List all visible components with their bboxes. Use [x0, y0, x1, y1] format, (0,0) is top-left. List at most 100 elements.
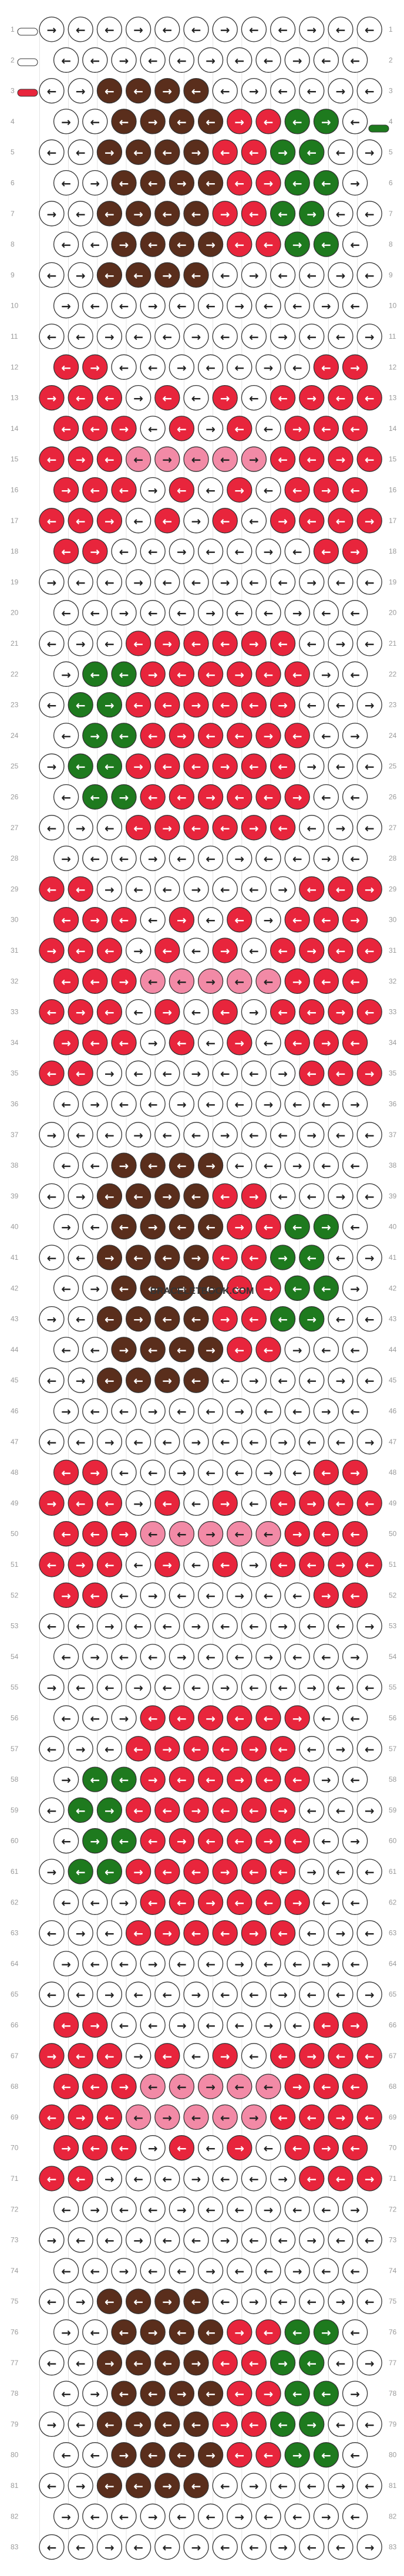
knot-shape — [140, 1459, 166, 1485]
knot: ← — [53, 354, 79, 380]
knot: ← — [342, 1030, 368, 1056]
knot-arrow: → — [350, 2019, 360, 2033]
knot: → — [241, 2473, 267, 2499]
knot-arrow: ← — [177, 1896, 187, 1910]
knot-arrow: ← — [162, 2356, 172, 2371]
knot-arrow: → — [47, 2417, 57, 2432]
knot-arrow: ← — [47, 2479, 57, 2493]
knot-arrow: → — [307, 23, 317, 37]
knot: → — [255, 723, 281, 748]
row-number-left: 13 — [11, 394, 19, 402]
knot-arrow: ← — [133, 1988, 143, 2002]
knot-shape — [197, 661, 224, 687]
knot-shape — [82, 1521, 108, 1547]
knot-arrow: → — [133, 575, 143, 589]
knot-arrow: ← — [61, 2449, 71, 2463]
knot: → — [328, 2473, 354, 2499]
row-number-left: 71 — [11, 2174, 19, 2183]
knot-arrow: ← — [336, 514, 346, 528]
knot: → — [154, 1367, 180, 1393]
knot-shape — [342, 293, 368, 319]
knot: ← — [227, 231, 253, 257]
knot: ← — [68, 753, 93, 779]
knot: → — [197, 1521, 224, 1547]
knot-shape — [328, 139, 354, 165]
knot-shape — [227, 723, 253, 748]
knot: ← — [154, 1674, 180, 1700]
knot-arrow: → — [191, 514, 201, 528]
knot-shape — [125, 16, 152, 42]
knot: ← — [255, 784, 281, 810]
knot: → — [299, 1490, 325, 1516]
knot: ← — [299, 77, 325, 104]
knot: → — [125, 1674, 152, 1700]
knot: → — [96, 692, 123, 718]
row-number-left: 35 — [11, 1069, 19, 1077]
knot: → — [342, 1459, 368, 1485]
knot: ← — [255, 1705, 281, 1731]
knot: → — [183, 1060, 209, 1086]
knot-shape — [82, 1459, 108, 1485]
knot: ← — [169, 2073, 195, 2099]
knot: → — [241, 262, 267, 288]
knot-shape — [270, 1306, 296, 1332]
knot-arrow: ← — [105, 1313, 115, 1327]
knot-shape — [68, 815, 93, 841]
knot: ← — [299, 2473, 325, 2499]
knot: → — [212, 201, 238, 227]
knot-shape — [39, 1429, 65, 1455]
knot-arrow: → — [220, 1313, 230, 1327]
knot-arrow: → — [148, 852, 158, 866]
knot-arrow: ← — [292, 1650, 302, 1664]
knot-shape — [342, 661, 368, 687]
knot: ← — [111, 1828, 137, 1854]
knot-shape — [284, 661, 310, 687]
knot: ← — [154, 16, 180, 42]
knot-shape — [140, 1152, 166, 1178]
knot: → — [82, 907, 108, 933]
knot-arrow: ← — [249, 2172, 259, 2186]
knot-arrow: ← — [133, 146, 143, 160]
knot-shape — [241, 16, 267, 42]
knot: ← — [125, 139, 152, 165]
knot-arrow: ← — [321, 1650, 331, 1664]
knot-arrow: → — [336, 637, 346, 651]
knot-shape — [241, 938, 267, 963]
knot: → — [241, 1183, 267, 1209]
knot-arrow: ← — [220, 2172, 230, 2186]
knot: ← — [82, 784, 108, 810]
knot-shape — [111, 968, 137, 994]
knot-arrow: ← — [365, 1742, 375, 1756]
knot: → — [183, 2534, 209, 2560]
knot: ← — [68, 1859, 93, 1884]
row-number-left: 9 — [11, 271, 15, 279]
knot: ← — [169, 47, 195, 73]
knot: ← — [96, 1122, 123, 1148]
knot: → — [82, 1644, 108, 1670]
knot-arrow: ← — [234, 53, 244, 68]
knot: ← — [299, 2534, 325, 2560]
knot-shape — [96, 1245, 123, 1270]
knot: → — [342, 907, 368, 933]
knot: ← — [212, 2534, 238, 2560]
knot-arrow: ← — [321, 1712, 331, 1726]
knot-arrow: → — [278, 330, 288, 344]
knot-arrow: ← — [350, 299, 360, 313]
knot-shape — [328, 323, 354, 349]
knot: → — [96, 1613, 123, 1639]
row-number-right: 50 — [389, 1530, 397, 1538]
knot: ← — [284, 2503, 310, 2529]
knot-arrow: ← — [191, 575, 201, 589]
knot-arrow: ← — [90, 1773, 100, 1787]
knot: ← — [284, 1398, 310, 1424]
knot: → — [183, 323, 209, 349]
knot-arrow: → — [119, 1712, 129, 1726]
knot-shape — [313, 784, 339, 810]
knot: ← — [82, 477, 108, 503]
knot-shape — [140, 845, 166, 871]
knot: ← — [111, 1766, 137, 1792]
row-number-left: 83 — [11, 2543, 19, 2551]
knot: ← — [53, 2012, 79, 2038]
knot-arrow: ← — [264, 1589, 274, 1603]
knot-arrow: → — [365, 882, 375, 896]
